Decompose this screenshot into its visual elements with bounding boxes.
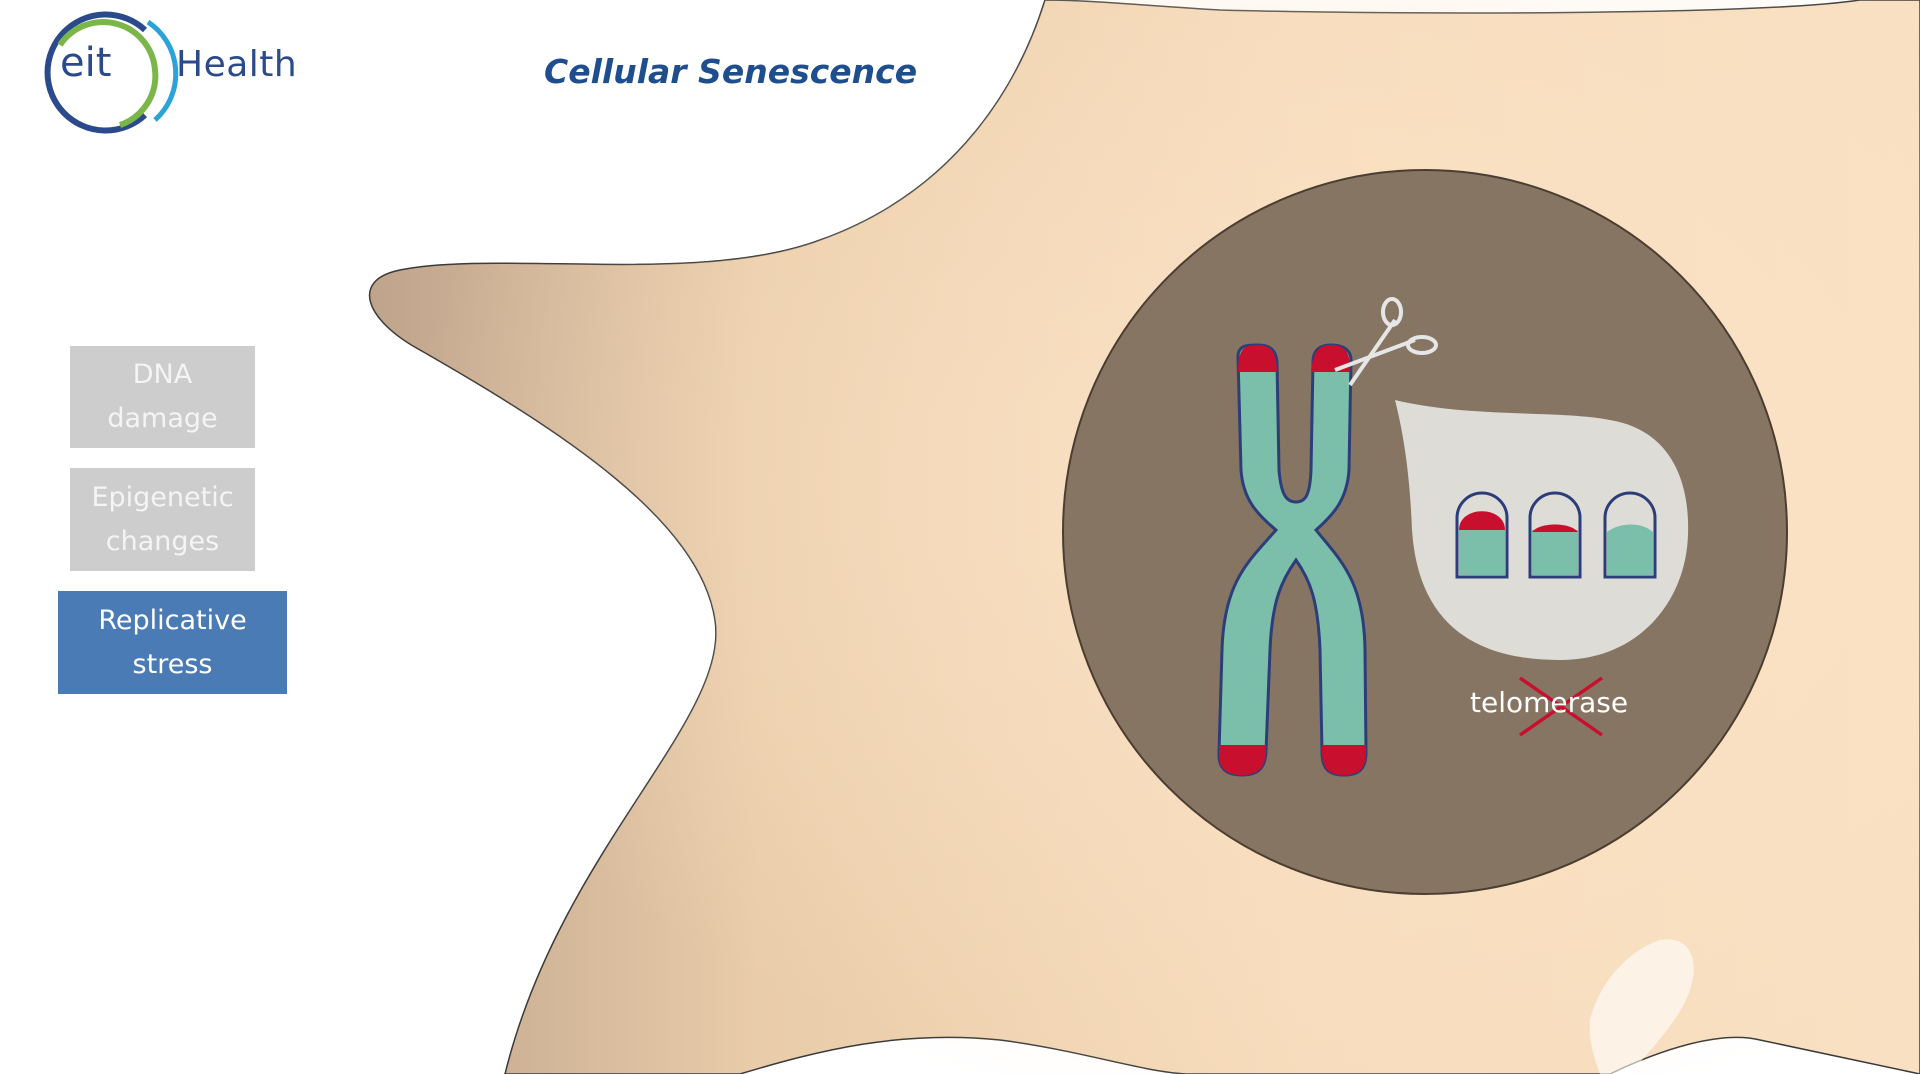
scissors-icon (1334, 297, 1438, 387)
logo-health-text: Health (176, 44, 298, 85)
telomere-tubes (1455, 491, 1657, 579)
menu-item-label: Epigenetic changes (91, 481, 234, 557)
logo-eit-text: eit (60, 40, 112, 86)
watermark-shape (1589, 939, 1694, 1074)
eit-logo-icon (44, 11, 179, 134)
menu-item-label: Replicative stress (98, 604, 247, 680)
menu-item-dna-damage[interactable]: DNA damage (70, 346, 255, 448)
menu-item-label: DNA damage (107, 359, 218, 434)
chromosome-icon (1217, 343, 1368, 777)
menu-item-replicative-stress[interactable]: Replicative stress (58, 591, 287, 694)
menu-item-epigenetic-changes[interactable]: Epigenetic changes (70, 468, 255, 571)
telomerase-label: telomerase (1470, 686, 1629, 719)
cross-mark-icon (1519, 676, 1603, 737)
page-title: Cellular Senescence (544, 52, 918, 91)
